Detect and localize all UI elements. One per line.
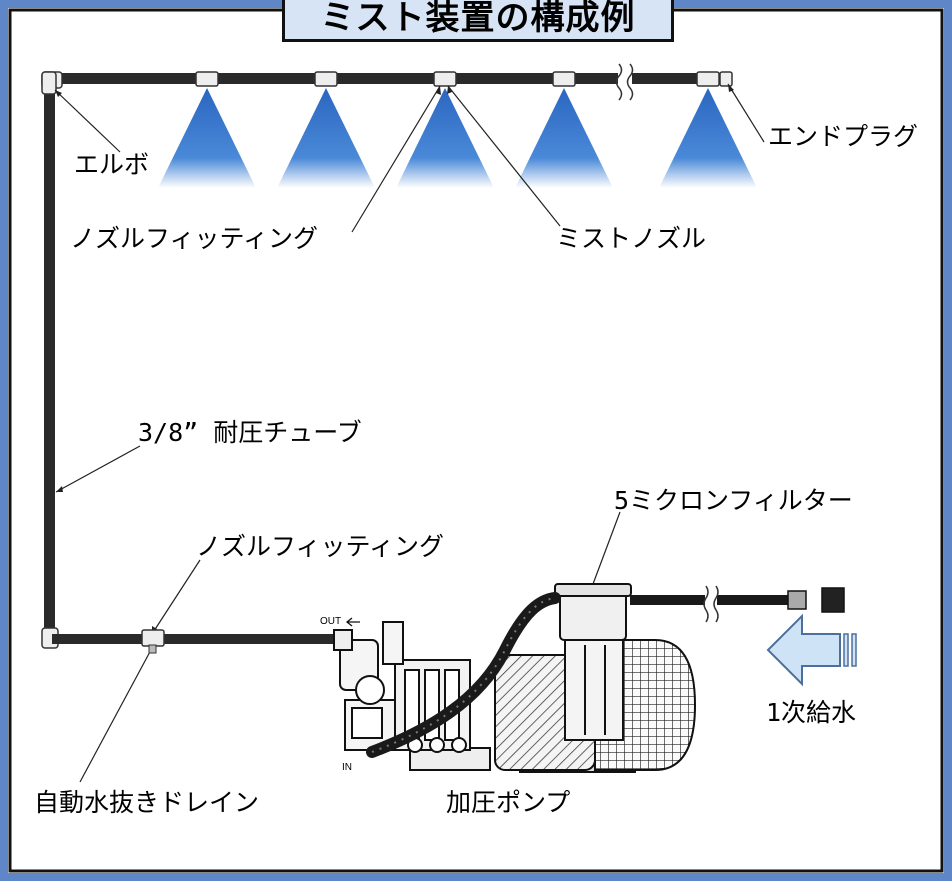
label-nozzle-fitting-top: ノズルフィッティング xyxy=(70,224,319,253)
elbow-top xyxy=(41,71,63,95)
label-in: IN xyxy=(342,762,352,773)
label-primary-water: 1次給水 xyxy=(766,698,857,727)
label-tube: 3/8” 耐圧チューブ xyxy=(138,418,362,447)
end-plug-shape xyxy=(719,71,733,87)
out-arrow-icon xyxy=(345,617,360,627)
primary-water-arrow xyxy=(766,613,857,687)
supply-hose xyxy=(630,585,845,623)
label-pump: 加圧ポンプ xyxy=(446,788,571,817)
label-elbow: エルボ xyxy=(74,150,150,179)
label-nozzle-fitting-bottom: ノズルフィッティング xyxy=(196,532,445,561)
bottom-pipe xyxy=(52,634,342,644)
label-end-plug: エンドプラグ xyxy=(768,122,919,151)
vertical-pipe xyxy=(44,78,55,640)
diagram-title: ミスト装置の構成例 xyxy=(282,0,674,42)
label-filter: 5ミクロンフィルター xyxy=(614,486,853,515)
drain-fitting xyxy=(141,629,165,654)
leader-lines xyxy=(54,83,765,783)
mist-sprays xyxy=(158,88,757,188)
top-pipe xyxy=(48,63,728,101)
nozzle-fittings-top xyxy=(195,71,733,87)
label-drain: 自動水抜きドレイン xyxy=(34,788,260,817)
label-out: OUT xyxy=(320,616,342,627)
label-mist-nozzle: ミストノズル xyxy=(556,224,707,253)
